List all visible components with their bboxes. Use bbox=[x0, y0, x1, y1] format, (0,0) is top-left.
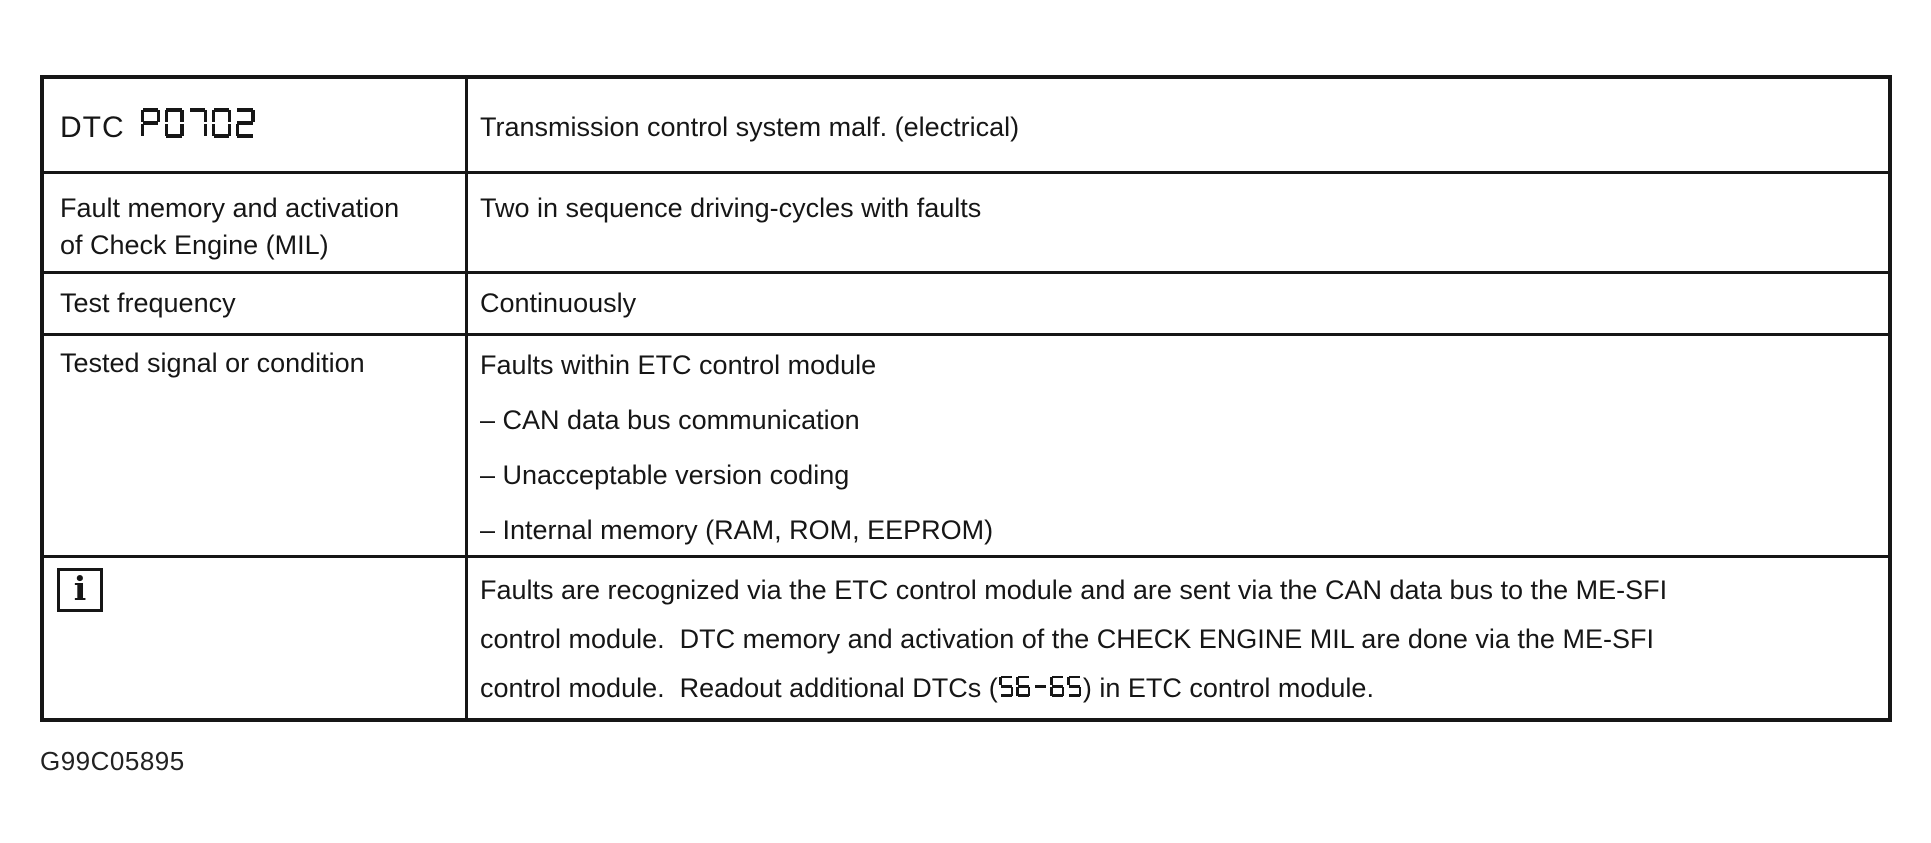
dtc-info-table: DTC Transmission control system malf. (e… bbox=[40, 75, 1892, 722]
dtc-code-segment-display bbox=[139, 108, 257, 145]
fault-memory-label: Fault memory and activation of Check Eng… bbox=[60, 193, 400, 260]
dtc-description-cell: Transmission control system malf. (elect… bbox=[465, 79, 1888, 171]
dtc-label: DTC bbox=[60, 110, 125, 144]
table-row-fault-memory: Fault memory and activation of Check Eng… bbox=[44, 171, 1888, 271]
fault-memory-label-cell: Fault memory and activation of Check Eng… bbox=[44, 174, 465, 271]
table-row-tested-signal: Tested signal or condition Faults within… bbox=[44, 333, 1888, 555]
tested-signal-line: – Unacceptable version coding bbox=[480, 460, 850, 490]
tested-signal-line: – Internal memory (RAM, ROM, EEPROM) bbox=[480, 515, 994, 545]
test-frequency-value-cell: Continuously bbox=[465, 274, 1888, 333]
tested-signal-line: Faults within ETC control module bbox=[480, 350, 877, 380]
dtc-code-cell: DTC bbox=[44, 79, 465, 171]
tested-signal-value-cell: Faults within ETC control module – CAN d… bbox=[465, 336, 1888, 555]
note-line: control module. DTC memory and activatio… bbox=[480, 624, 1654, 654]
note-line-text: control module. Readout additional DTCs … bbox=[480, 673, 998, 703]
dtc-description: Transmission control system malf. (elect… bbox=[480, 111, 1020, 142]
table-row-dtc: DTC Transmission control system malf. (e… bbox=[44, 79, 1888, 171]
figure-caption: G99C05895 bbox=[40, 746, 185, 776]
dtc-range-segment-display bbox=[998, 665, 1083, 714]
note-line: Faults are recognized via the ETC contro… bbox=[480, 575, 1668, 605]
info-icon: i bbox=[57, 568, 103, 612]
test-frequency-value: Continuously bbox=[480, 288, 637, 318]
note-icon-cell: i bbox=[44, 558, 465, 718]
test-frequency-label-cell: Test frequency bbox=[44, 274, 465, 333]
info-icon-glyph: i bbox=[73, 569, 87, 608]
table-row-note: i Faults are recognized via the ETC cont… bbox=[44, 555, 1888, 718]
table-row-test-frequency: Test frequency Continuously bbox=[44, 271, 1888, 333]
tested-signal-label: Tested signal or condition bbox=[60, 348, 365, 378]
fault-memory-value-cell: Two in sequence driving-cycles with faul… bbox=[465, 174, 1888, 271]
note-text-cell: Faults are recognized via the ETC contro… bbox=[465, 558, 1888, 718]
fault-memory-value: Two in sequence driving-cycles with faul… bbox=[480, 193, 982, 223]
tested-signal-label-cell: Tested signal or condition bbox=[44, 336, 465, 555]
tested-signal-line: – CAN data bus communication bbox=[480, 405, 860, 435]
note-line: control module. Readout additional DTCs … bbox=[480, 664, 1868, 714]
note-line-text: ) in ETC control module. bbox=[1082, 673, 1374, 703]
test-frequency-label: Test frequency bbox=[60, 288, 236, 318]
